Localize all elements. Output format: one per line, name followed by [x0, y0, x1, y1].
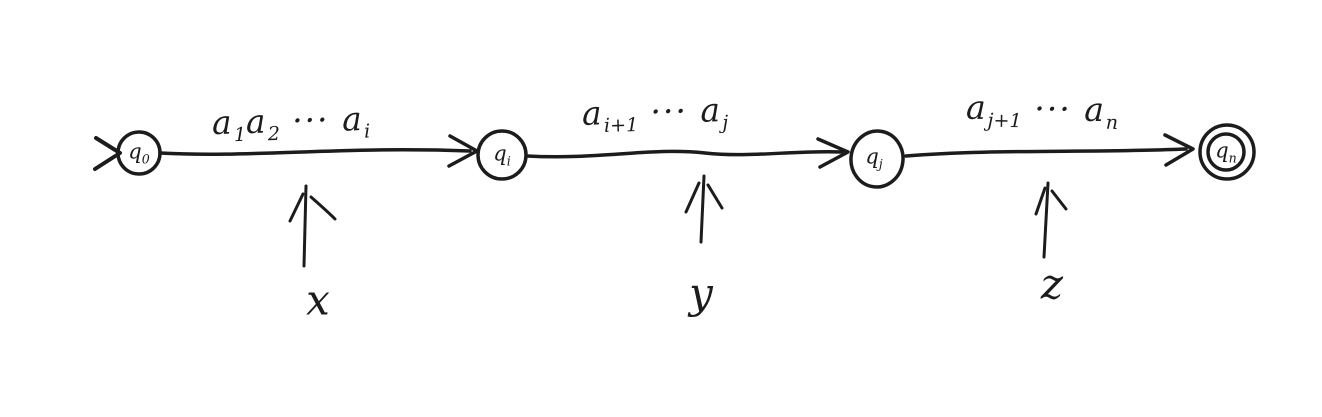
transition-arrow-3-icon	[904, 133, 1195, 167]
pointer-arrow-z-icon	[1034, 181, 1068, 259]
state-circle-qj	[849, 129, 905, 189]
segment-label-x: x	[306, 275, 330, 325]
state-label-qn: qn	[1215, 138, 1237, 166]
state-label-qi: qi	[493, 141, 511, 169]
start-state-marker-icon	[93, 136, 122, 171]
transition-label-2: ai+1 ··· aj	[581, 90, 729, 137]
pointer-arrow-y-icon	[684, 174, 724, 244]
state-label-qj: qj	[865, 144, 883, 172]
transition-label-3: aj+1 ··· an	[965, 87, 1119, 134]
segment-label-y: y	[689, 268, 713, 318]
transition-label-1: a1a2 ··· ai	[211, 99, 371, 147]
state-label-q0: q0	[128, 139, 150, 167]
segment-label-z: z	[1040, 259, 1064, 309]
state-circle-qn-accepting	[1198, 123, 1256, 181]
pointer-arrow-x-icon	[288, 184, 337, 268]
transition-arrow-2-icon	[525, 137, 850, 169]
